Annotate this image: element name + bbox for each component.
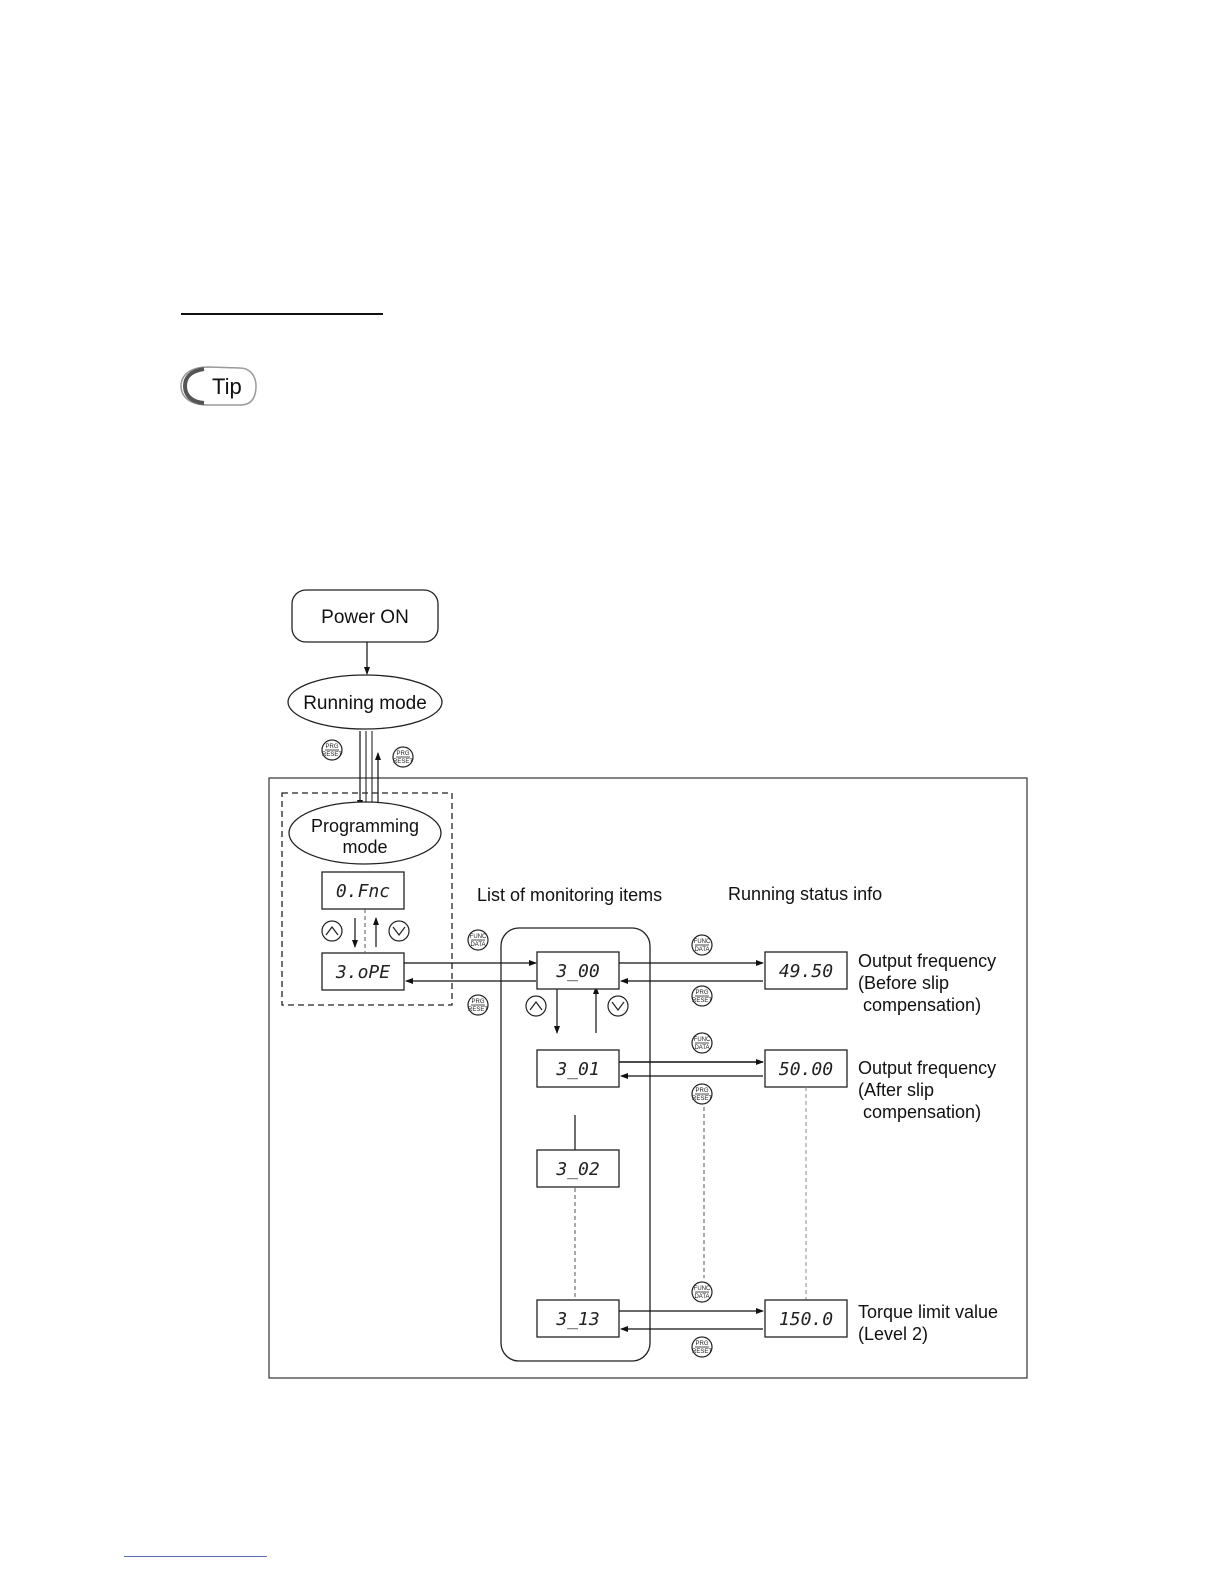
status-display-0-text: 49.50: [779, 961, 833, 982]
down-key-icon[interactable]: [388, 920, 410, 942]
prg-reset-key-2[interactable]: PRG RESET: [691, 985, 713, 1007]
up-key-icon-list[interactable]: [525, 995, 547, 1017]
running-mode-node: [287, 674, 443, 730]
monitor-item-3: [536, 1299, 620, 1338]
status-label-1-line-1: Output frequency: [858, 1058, 996, 1078]
prg-reset-key-4[interactable]: PRG RESET: [691, 1336, 713, 1358]
func-data-key-2[interactable]: FUNC DATA: [691, 934, 713, 956]
mode-flow-diagram: Power ON Running mode PRG RESET PRG RESE…: [260, 585, 1040, 1385]
svg-text:FUNC: FUNC: [694, 1037, 711, 1043]
status-display-2: [764, 1299, 848, 1338]
tip-label: Tip: [212, 374, 242, 399]
svg-text:RESET: RESET: [692, 998, 712, 1004]
up-key-icon[interactable]: [321, 920, 343, 942]
func-data-key-1[interactable]: FUNC DATA: [467, 929, 489, 951]
svg-text:FUNC: FUNC: [694, 1286, 711, 1292]
programming-mode-label-1: Programming: [311, 816, 419, 836]
programming-mode-node: [288, 801, 442, 865]
prg-reset-key-1[interactable]: PRG RESET: [467, 994, 489, 1016]
svg-text:FUNC: FUNC: [694, 939, 711, 945]
monitor-item-1: [536, 1049, 620, 1088]
svg-text:PRG: PRG: [695, 1088, 708, 1094]
monitor-item-3-text: 3_13: [555, 1309, 599, 1330]
tip-icon: Tip: [178, 363, 258, 409]
func-data-key-4[interactable]: FUNC DATA: [691, 1281, 713, 1303]
running-mode-label: Running mode: [303, 693, 427, 714]
status-label-0-line-2: (Before slip: [858, 973, 949, 993]
display-menu-0-text: 0.Fnc: [336, 881, 390, 902]
svg-text:DATA: DATA: [470, 942, 485, 948]
status-label-0-line-1: Output frequency: [858, 951, 996, 971]
status-heading: Running status info: [728, 884, 882, 904]
section-underline: [181, 313, 383, 315]
list-heading: List of monitoring items: [477, 885, 662, 905]
svg-text:PRG: PRG: [695, 1341, 708, 1347]
display-menu-0: [321, 871, 405, 910]
status-label-2-line-1: Torque limit value: [858, 1302, 998, 1322]
monitor-item-0-text: 3_00: [555, 961, 599, 982]
monitor-item-0: [536, 951, 620, 990]
programming-mode-group: [281, 792, 453, 1006]
status-label-2-line-2: (Level 2): [858, 1324, 928, 1344]
footer-link-underline: [124, 1556, 267, 1557]
programming-mode-label-2: mode: [342, 837, 387, 857]
display-menu-3-text: 3.oPE: [335, 962, 390, 983]
svg-text:DATA: DATA: [694, 1294, 709, 1300]
prg-reset-key-up[interactable]: PRG RESET: [392, 746, 414, 768]
status-display-1-text: 50.00: [779, 1059, 833, 1080]
status-display-2-text: 150.0: [779, 1309, 833, 1330]
status-display-0: [764, 951, 848, 990]
svg-text:RESET: RESET: [393, 759, 413, 765]
monitor-item-2: [536, 1149, 620, 1188]
prg-reset-key-down[interactable]: PRG RESET: [321, 739, 343, 761]
display-menu-3: [321, 952, 405, 991]
svg-text:PRG: PRG: [471, 999, 484, 1005]
power-on-box: [291, 589, 439, 643]
down-key-icon-list[interactable]: [607, 995, 629, 1017]
svg-text:RESET: RESET: [322, 752, 342, 758]
prg-reset-key-3[interactable]: PRG RESET: [691, 1083, 713, 1105]
programming-mode-panel: [268, 777, 1028, 1379]
monitor-item-2-text: 3_02: [555, 1159, 599, 1180]
svg-text:RESET: RESET: [468, 1007, 488, 1013]
svg-text:DATA: DATA: [694, 947, 709, 953]
status-label-1-line-2: (After slip: [858, 1080, 934, 1100]
svg-text:PRG: PRG: [695, 990, 708, 996]
svg-text:DATA: DATA: [694, 1045, 709, 1051]
status-display-1: [764, 1049, 848, 1088]
svg-text:FUNC: FUNC: [470, 934, 487, 940]
monitor-item-1-text: 3_01: [555, 1059, 599, 1080]
svg-text:RESET: RESET: [692, 1349, 712, 1355]
monitor-list-group: [500, 927, 651, 1362]
status-label-1-line-3: compensation): [858, 1102, 981, 1122]
svg-text:PRG: PRG: [396, 751, 409, 757]
power-on-label: Power ON: [321, 607, 409, 628]
status-label-0-line-3: compensation): [858, 995, 981, 1015]
svg-text:PRG: PRG: [325, 744, 338, 750]
func-data-key-3[interactable]: FUNC DATA: [691, 1032, 713, 1054]
svg-text:RESET: RESET: [692, 1096, 712, 1102]
